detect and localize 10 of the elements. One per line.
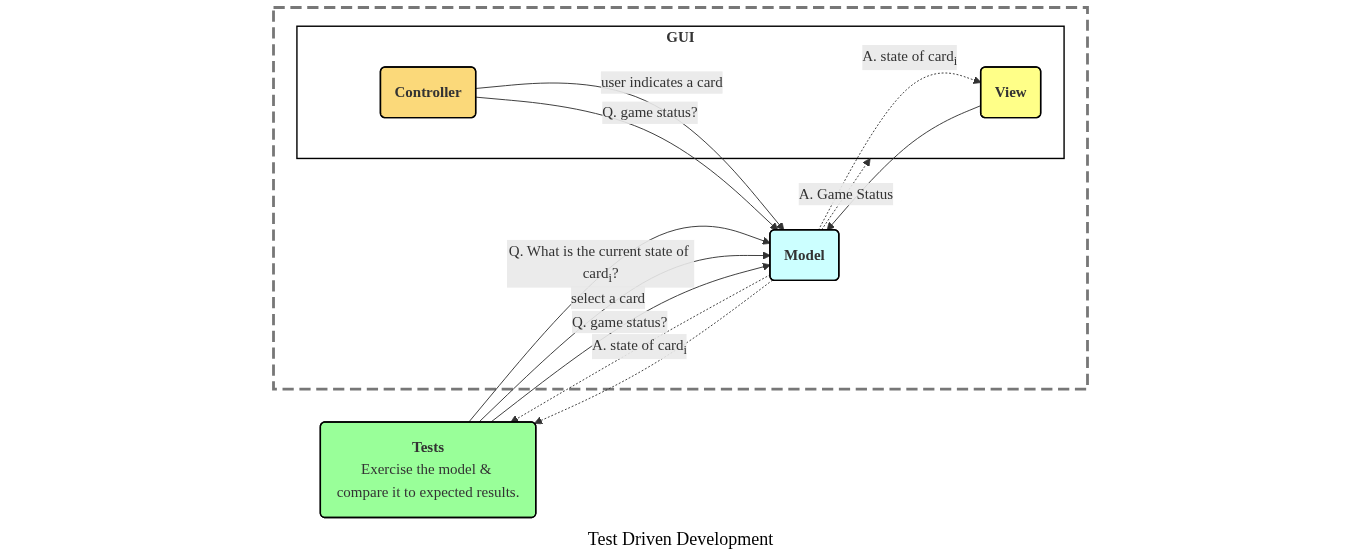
- edge-label: user indicates a card: [600, 74, 723, 91]
- edge-label: Q. What is the current state of card$_{i}$?: [508, 242, 689, 285]
- edge-label: A. state of card$_{i}$: [862, 47, 958, 68]
- edge-label: Q. game status?: [572, 313, 668, 330]
- edge-label: A. Game Status: [798, 185, 894, 202]
- cluster: [272, 6, 1089, 391]
- node-caption: Test Driven Development: [586, 528, 775, 551]
- edge-label: select a card: [571, 289, 646, 306]
- edge-label: A. state of card$_{i}$: [592, 336, 688, 357]
- edge-label: Q. game status?: [602, 104, 698, 121]
